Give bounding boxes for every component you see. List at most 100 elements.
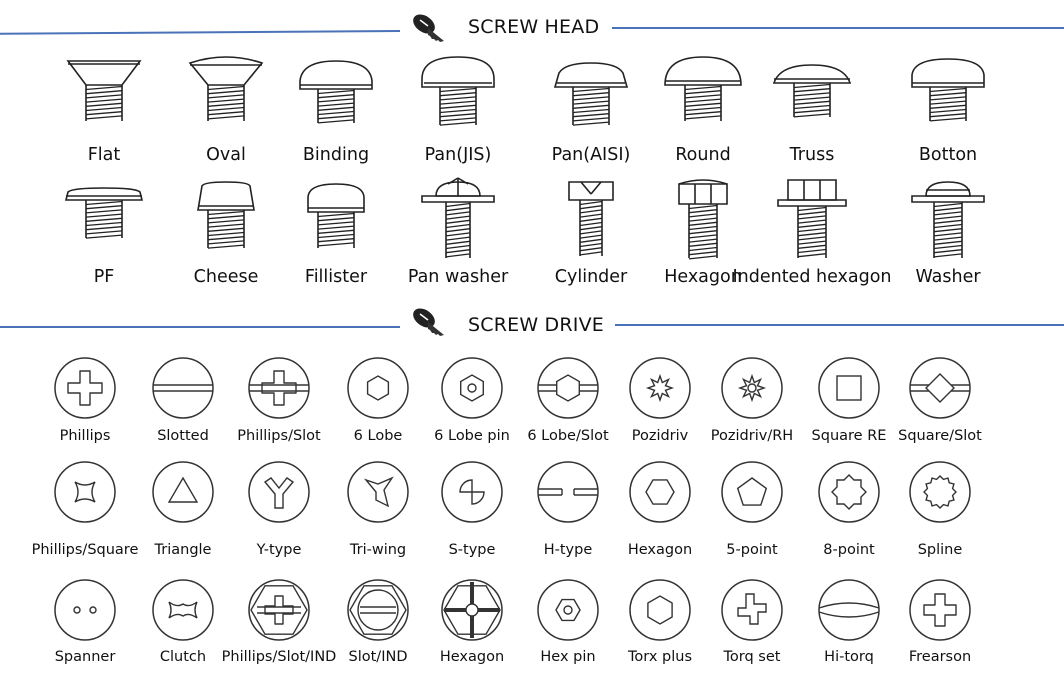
- screw-drive-label: Frearson: [908, 649, 972, 665]
- screw-drive-six-lobe-pin: [440, 356, 504, 420]
- spline-drive-icon: [909, 461, 971, 523]
- screw-drive-label: Hexagon: [627, 542, 693, 558]
- screw-drive-s-type: [440, 460, 504, 524]
- screw-head-pf: [64, 178, 144, 260]
- five-point-drive-icon: [721, 461, 783, 523]
- cylinder-head-icon: [568, 181, 614, 256]
- triangle-drive-icon: [152, 461, 214, 523]
- screw-drive-label: Square/Slot: [898, 428, 982, 444]
- binding-head-icon: [299, 60, 373, 124]
- screw-head-round: [663, 55, 743, 137]
- square-slot-drive-icon: [909, 357, 971, 419]
- screw-drive-hi-torq: [817, 578, 881, 642]
- screw-head-title: SCREW HEAD: [468, 16, 600, 38]
- screw-drive-label: Phillips/Square: [31, 542, 139, 558]
- screw-head-label: Hexagon: [664, 267, 742, 287]
- button-head-icon: [911, 58, 985, 122]
- screw-drive-phillips-slot: [247, 356, 311, 420]
- screw-drive-square: [817, 356, 881, 420]
- hex-cross-drive-icon: [441, 579, 503, 641]
- screw-head-label: Washer: [915, 267, 981, 287]
- screw-drive-label: Pozidriv/RH: [710, 428, 794, 444]
- screw-drive-torx-plus: [628, 578, 692, 642]
- six-lobe-pin-drive-icon: [441, 357, 503, 419]
- screw-drive-h-type: [536, 460, 600, 524]
- screw-drive-label: Clutch: [159, 649, 207, 665]
- phillips-square-drive-icon: [54, 461, 116, 523]
- screw-head-fillister: [296, 178, 376, 260]
- washer-head-icon: [911, 181, 985, 258]
- phillips-slot-drive-icon: [248, 357, 310, 419]
- screw-drive-label: 8-point: [823, 542, 875, 558]
- screw-drive-label: 5-point: [726, 542, 778, 558]
- screw-drive-label: Torq set: [723, 649, 781, 665]
- screw-head-label: Cheese: [193, 267, 259, 287]
- screw-head-label: PF: [93, 267, 115, 287]
- screw-drive-label: Spanner: [54, 649, 116, 665]
- truss-head-icon: [772, 64, 852, 118]
- pozidriv-rh-drive-icon: [721, 357, 783, 419]
- screw-icon: [413, 308, 444, 336]
- tri-wing-drive-icon: [347, 461, 409, 523]
- screw-drive-slotted: [151, 356, 215, 420]
- screw-drive-label: Slotted: [157, 428, 209, 444]
- screw-head-rule-right: [612, 27, 1064, 29]
- screw-drive-six-lobe: [346, 356, 410, 420]
- screw-head-button: [908, 55, 988, 137]
- cheese-head-icon: [197, 181, 255, 249]
- screw-drive-phillips-square: [53, 460, 117, 524]
- screw-drive-spline: [908, 460, 972, 524]
- screw-head-cheese: [186, 178, 266, 260]
- screw-drive-label: 6 Lobe pin: [434, 428, 510, 444]
- screw-drive-phillips-slot-ind: [247, 578, 311, 642]
- screw-head-washer: [908, 178, 988, 260]
- screw-drive-label: Hex pin: [540, 649, 596, 665]
- screw-drive-label: 6 Lobe/Slot: [527, 428, 609, 444]
- screw-drive-label: Tri-wing: [349, 542, 407, 558]
- eight-point-drive-icon: [818, 461, 880, 523]
- screw-head-cylinder: [551, 178, 631, 260]
- six-lobe-slot-drive-icon: [537, 357, 599, 419]
- screw-drive-label: Square RE: [811, 428, 887, 444]
- screw-head-label: Pan washer: [407, 267, 509, 287]
- hex-pin-drive-icon: [537, 579, 599, 641]
- screw-drive-slot-ind: [346, 578, 410, 642]
- screw-drive-hex-pin: [536, 578, 600, 642]
- frearson-drive-icon: [909, 579, 971, 641]
- screw-head-hexagon: [663, 178, 743, 260]
- screw-head-label: Binding: [302, 145, 370, 165]
- screw-drive-hexagon: [628, 460, 692, 524]
- screw-head-pan-aisi: [551, 55, 631, 137]
- oval-head-icon: [188, 56, 264, 121]
- pan-jis-head-icon: [421, 56, 495, 126]
- screw-drive-tri-wing: [346, 460, 410, 524]
- screw-drive-label: 6 Lobe: [353, 428, 403, 444]
- slot-ind-drive-icon: [347, 579, 409, 641]
- screw-drive-label: Hexagon: [439, 649, 505, 665]
- hexagon-head-icon: [678, 179, 728, 260]
- screw-head-label: Flat: [87, 145, 121, 165]
- clutch-drive-icon: [152, 579, 214, 641]
- screw-icon: [413, 14, 444, 42]
- round-head-icon: [664, 56, 742, 121]
- screw-drive-y-type: [247, 460, 311, 524]
- y-type-drive-icon: [248, 461, 310, 523]
- screw-drive-label: Slot/IND: [348, 649, 408, 665]
- screw-drive-square-slot: [908, 356, 972, 420]
- screw-drive-label: Pozidriv: [631, 428, 689, 444]
- screw-drive-six-lobe-slot: [536, 356, 600, 420]
- screw-head-truss: [772, 55, 852, 137]
- h-type-drive-icon: [537, 461, 599, 523]
- screw-head-flat: [64, 55, 144, 137]
- pan-washer-head-icon: [421, 177, 495, 258]
- hexagon-drive-icon: [629, 461, 691, 523]
- screw-drive-five-point: [720, 460, 784, 524]
- screw-drive-triangle: [151, 460, 215, 524]
- screw-drive-label: H-type: [543, 542, 593, 558]
- screw-drive-label: Phillips: [59, 428, 111, 444]
- torq-set-drive-icon: [721, 579, 783, 641]
- screw-drive-label: Phillips/Slot/IND: [221, 649, 337, 665]
- screw-drive-label: Y-type: [256, 542, 302, 558]
- flat-head-icon: [66, 60, 142, 121]
- screw-head-rule-left: [0, 30, 401, 35]
